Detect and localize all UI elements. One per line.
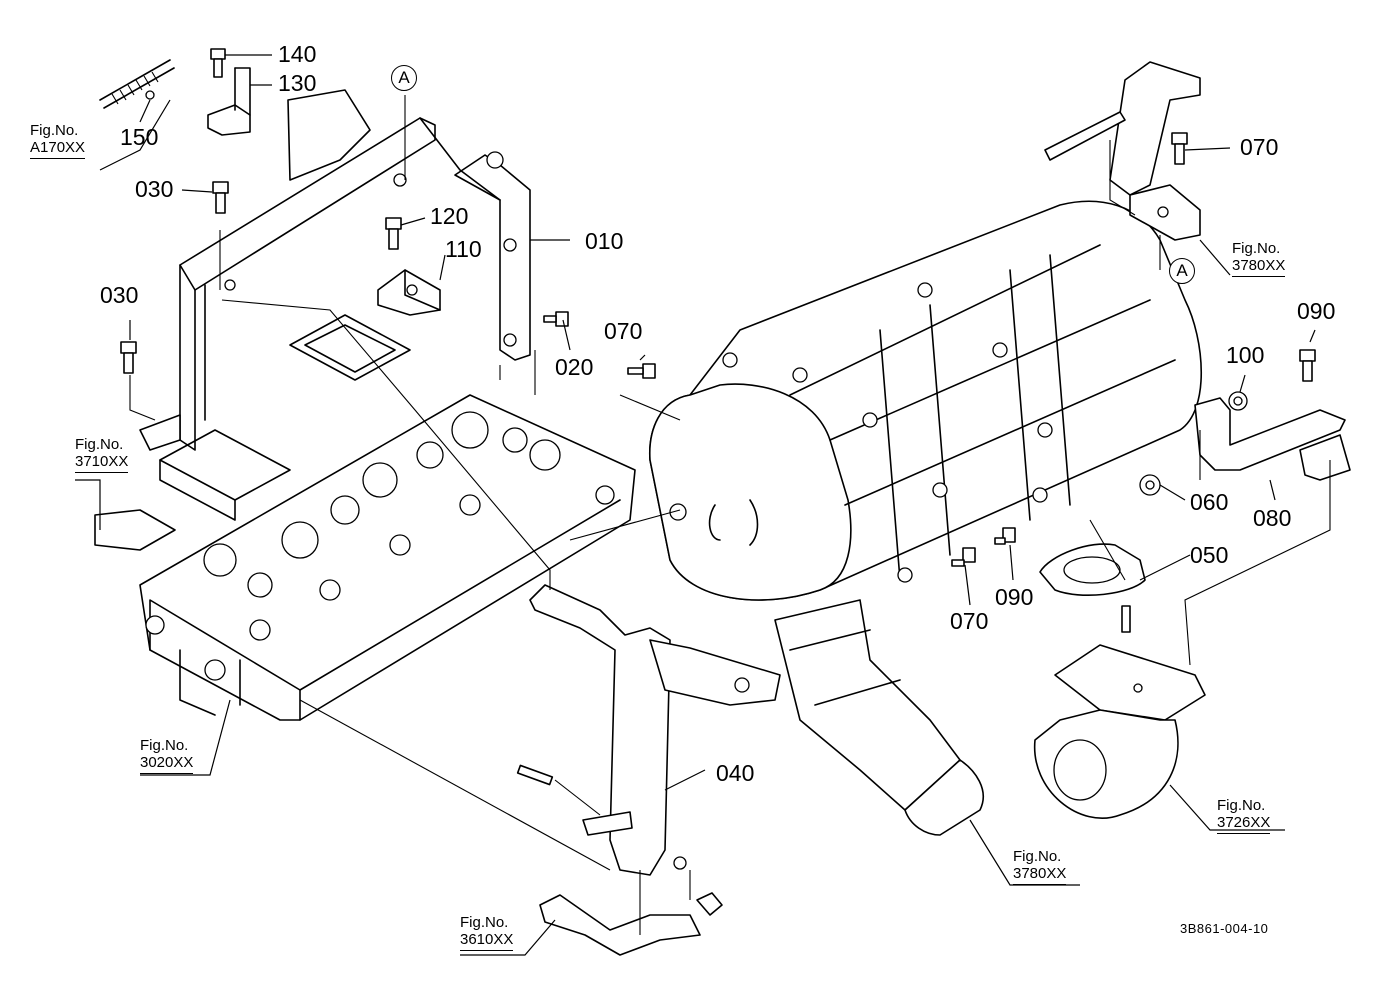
upper-support-bracket	[1044, 61, 1201, 241]
cylinder-head	[94, 394, 636, 721]
stay-040	[529, 584, 781, 916]
part-label-070-lower: 070	[950, 608, 989, 634]
stay-080	[1194, 397, 1351, 481]
stud-bolt	[516, 764, 554, 786]
fig-ref-label: Fig.No.	[1217, 797, 1266, 814]
fig-ref-a170: Fig.No. A170XX	[30, 122, 86, 159]
bolt-070-left	[627, 363, 656, 379]
fig-ref-label: Fig.No.	[460, 914, 509, 931]
fig-ref-3610: Fig.No. 3610XX	[460, 914, 514, 951]
nut-060	[1139, 474, 1161, 496]
part-label-140: 140	[278, 41, 317, 67]
nut-100	[1228, 391, 1248, 411]
bolt-030-lower	[120, 341, 137, 374]
fig-ref-label: Fig.No.	[1232, 240, 1281, 257]
bolt-070-right	[1171, 132, 1188, 165]
outlet-pipe	[774, 599, 985, 836]
part-label-070-left: 070	[604, 318, 643, 344]
part-label-090-lower: 090	[995, 584, 1034, 610]
part-label-120: 120	[430, 203, 469, 229]
fig-ref-3710: Fig.No. 3710XX	[75, 436, 129, 473]
assembly-lines	[129, 95, 1331, 935]
fig-ref-3020: Fig.No. 3020XX	[140, 737, 194, 774]
part-label-050: 050	[1190, 542, 1229, 568]
reference-marker-a-right: A	[1169, 258, 1195, 284]
bolt-070-lower	[951, 547, 976, 567]
fig-ref-label: Fig.No.	[140, 737, 189, 754]
fig-ref-3726: Fig.No. 3726XX	[1217, 797, 1271, 834]
fig-ref-label: Fig.No.	[1013, 848, 1062, 865]
dpf-muffler	[649, 200, 1202, 601]
water-pipe	[539, 894, 701, 956]
document-id: 3B861-004-10	[1180, 921, 1269, 936]
bolt-120	[385, 217, 402, 250]
fig-ref-label: Fig.No.	[30, 122, 79, 139]
fig-ref-number: 3780XX	[1232, 257, 1286, 277]
fig-ref-number: 3710XX	[75, 453, 129, 473]
fig-ref-3780-lower: Fig.No. 3780XX	[1013, 848, 1067, 885]
part-label-150: 150	[120, 124, 159, 150]
bracket-010	[139, 89, 531, 451]
bolt-020	[543, 311, 569, 327]
fig-ref-3780-upper: Fig.No. 3780XX	[1232, 240, 1286, 277]
part-label-070-right: 070	[1240, 134, 1279, 160]
bolt-140	[210, 48, 226, 78]
fig-ref-number: 3610XX	[460, 931, 514, 951]
part-label-030-upper: 030	[135, 176, 174, 202]
part-label-030-lower: 030	[100, 282, 139, 308]
spring-clamp	[99, 59, 175, 109]
exhaust-elbow	[1033, 644, 1206, 819]
part-label-060: 060	[1190, 489, 1229, 515]
gasket-050	[1039, 543, 1146, 633]
part-label-080: 080	[1253, 505, 1292, 531]
part-label-010: 010	[585, 228, 624, 254]
fig-ref-number: 3726XX	[1217, 814, 1271, 834]
fig-ref-number: 3780XX	[1013, 865, 1067, 885]
part-label-040: 040	[716, 760, 755, 786]
fig-ref-number: 3020XX	[140, 754, 194, 774]
part-label-020: 020	[555, 354, 594, 380]
part-label-130: 130	[278, 70, 317, 96]
part-label-090-right: 090	[1297, 298, 1336, 324]
bracket-130	[207, 67, 251, 136]
bolt-090-lower	[994, 527, 1016, 545]
leader-lines	[75, 54, 1316, 956]
reference-marker-a-top: A	[391, 65, 417, 91]
bolt-090-right	[1299, 349, 1316, 382]
bracket-110	[377, 269, 441, 316]
bolt-030-upper	[212, 181, 229, 214]
part-label-110: 110	[445, 236, 482, 262]
fig-ref-number: A170XX	[30, 139, 86, 159]
part-label-100: 100	[1226, 342, 1265, 368]
fig-ref-label: Fig.No.	[75, 436, 124, 453]
